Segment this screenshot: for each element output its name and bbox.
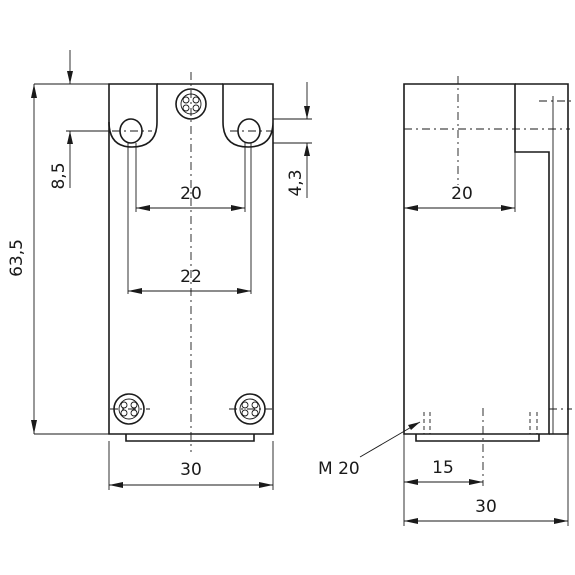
dim-inner-spacing-label: 20 <box>180 184 202 204</box>
screw-top <box>175 88 207 120</box>
dim-outer-spacing-label: 22 <box>180 267 202 287</box>
front-view: 63,5 8,5 4,3 20 22 30 <box>7 50 312 490</box>
side-body-outline <box>403 83 550 435</box>
side-bottom-plate <box>415 434 540 442</box>
thread-label: M 20 <box>318 459 360 479</box>
front-main-outline <box>108 83 274 435</box>
dim-thread-offset-label: 15 <box>432 458 454 478</box>
front-body-outline <box>108 83 158 148</box>
dim-hole-offset-label: 8,5 <box>49 162 69 189</box>
front-bottom-plate <box>125 434 255 442</box>
dim-height-label: 63,5 <box>7 239 27 277</box>
dim-front-width-label: 30 <box>180 460 202 480</box>
side-cover-outline <box>515 83 569 435</box>
side-view: 20 15 30 M 20 <box>318 76 572 526</box>
dim-right-offset-label: 4,3 <box>286 169 306 196</box>
dim-side-inner-label: 20 <box>451 184 473 204</box>
dim-side-width-label: 30 <box>475 497 497 517</box>
